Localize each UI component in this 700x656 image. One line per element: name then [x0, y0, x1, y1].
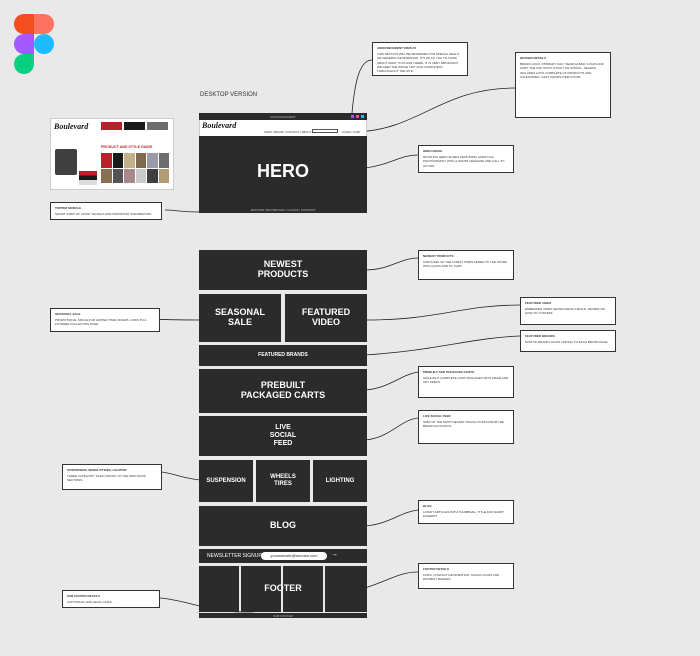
page-label: DESKTOP VERSION	[200, 92, 258, 98]
style-guide-logo-variant	[124, 122, 145, 130]
footer-column	[325, 566, 367, 612]
footer-column	[241, 566, 281, 612]
figma-logo-icon	[14, 14, 54, 74]
featured-brands-section[interactable]: FEATURED BRANDS	[199, 345, 367, 366]
lighting-category-tile[interactable]: LIGHTING	[313, 460, 367, 502]
seasonal-sale-section[interactable]: SEASONAL SALE	[199, 294, 281, 342]
style-guide-swatches	[101, 153, 169, 183]
wheels-tires-category-tile[interactable]: WHEELS TIRES	[256, 460, 310, 502]
prebuilt-carts-section[interactable]: PREBUILT PACKAGED CARTS	[199, 369, 367, 413]
blog-section[interactable]: BLOG	[199, 506, 367, 546]
newest-products-section[interactable]: NEWEST PRODUCTS	[199, 250, 367, 290]
style-guide-thumbnail: Boulevard PRODUCT AND STYLE GUIDE	[50, 118, 174, 190]
announcement-bar: ANNOUNCEMENT	[199, 113, 367, 120]
newsletter-label: NEWSLETTER SIGNUP	[207, 553, 262, 559]
style-guide-brand: Boulevard	[54, 122, 89, 131]
featured-video-section[interactable]: FEATURED VIDEO	[285, 294, 367, 342]
header-swatch-pink	[356, 115, 359, 118]
header-swatch-purple	[351, 115, 354, 118]
footer-section: FOOTER	[199, 566, 367, 612]
header-swatch-blue	[361, 115, 364, 118]
style-guide-color-strip	[79, 171, 97, 185]
brand-logo[interactable]: Boulevard	[202, 121, 237, 130]
footer-column	[283, 566, 323, 612]
newsletter-submit-button[interactable]: →	[331, 551, 338, 558]
live-social-feed-section[interactable]: LIVE SOCIAL FEED	[199, 416, 367, 456]
style-guide-title: PRODUCT AND STYLE GUIDE	[101, 145, 153, 149]
style-guide-logo-variant	[147, 122, 168, 130]
search-input[interactable]	[312, 129, 338, 133]
newsletter-email-input[interactable]: yourwebsite@domain.com	[261, 552, 327, 560]
hero-topper-strip: FEATURE TESTIMONIAL / LOGOS / SUPPORT	[199, 207, 367, 213]
login-cart-link[interactable]: LOGIN / CART	[342, 130, 361, 134]
sub-footer: SUB FOOTER	[199, 613, 367, 618]
hero-section[interactable]: HERO	[199, 136, 367, 207]
footer-label: FOOTER	[264, 583, 302, 593]
footer-column	[199, 566, 239, 612]
style-guide-logo-variant	[101, 122, 122, 130]
suspension-category-tile[interactable]: SUSPENSION	[199, 460, 253, 502]
style-guide-cart-image	[55, 149, 77, 175]
primary-nav[interactable]: SHOP | BRAND | CONTACT | ABOUT	[264, 130, 312, 134]
newsletter-bar: NEWSLETTER SIGNUP yourwebsite@domain.com…	[199, 549, 367, 563]
site-header: Boulevard SHOP | BRAND | CONTACT | ABOUT…	[199, 120, 367, 136]
